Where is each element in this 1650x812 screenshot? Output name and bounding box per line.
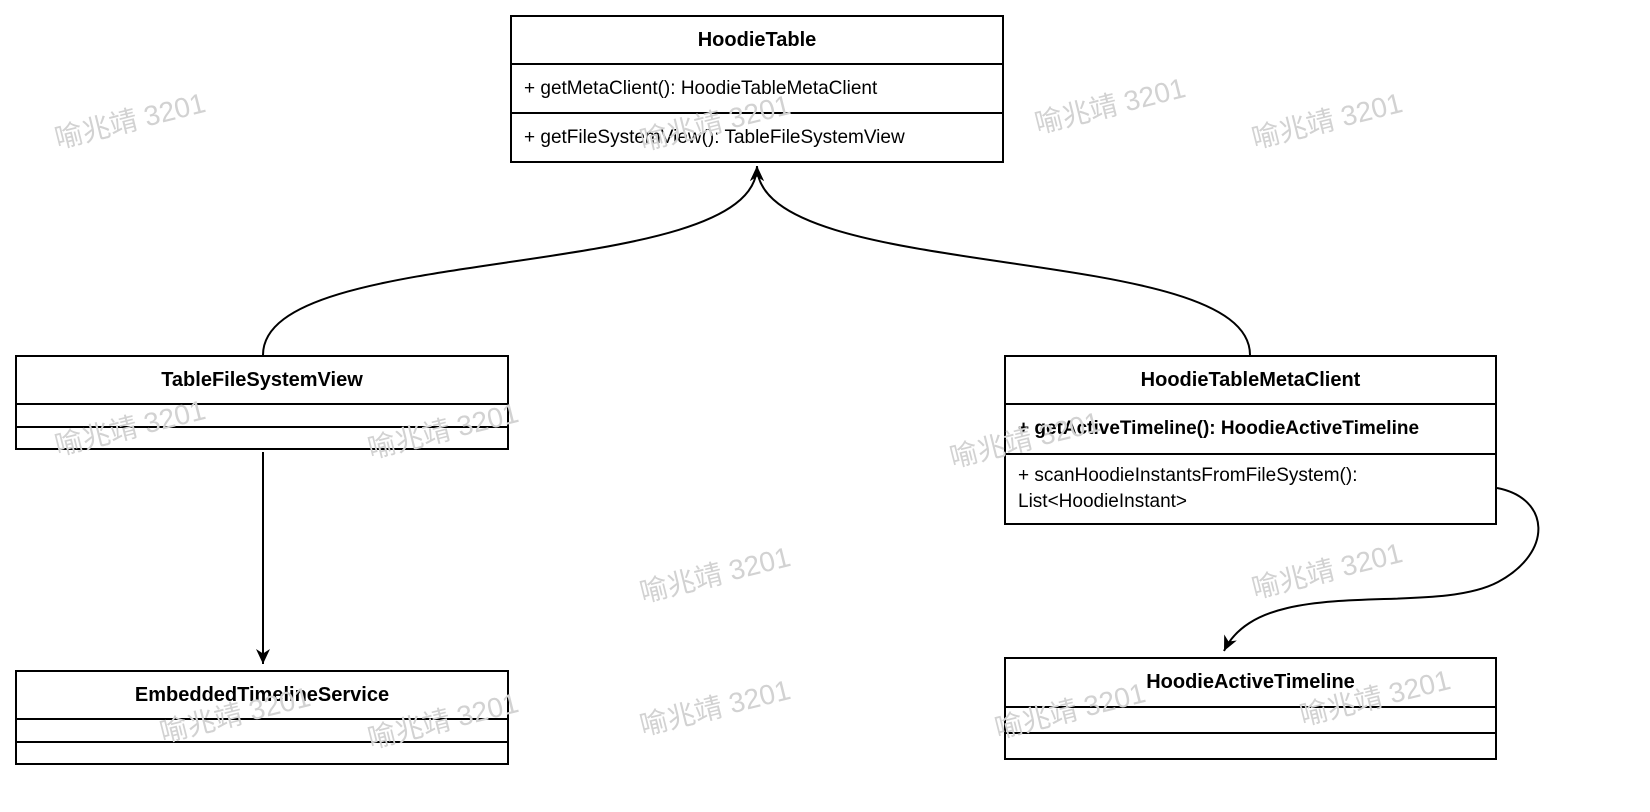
class-hoodieactivetimeline: HoodieActiveTimeline	[1004, 657, 1497, 760]
class-hoodietablemetaclient-title: HoodieTableMetaClient	[1140, 368, 1361, 391]
class-tablefilesystemview: TableFileSystemView	[15, 355, 509, 450]
class-embeddedtimelineservice-title: EmbeddedTimelineService	[134, 683, 390, 706]
class-hoodietablemetaclient: HoodieTableMetaClient + getActiveTimelin…	[1004, 355, 1497, 525]
class-hoodieactivetimeline-title: HoodieActiveTimeline	[1146, 671, 1355, 693]
class-hoodietable-title: HoodieTable	[697, 28, 817, 51]
class-hoodietable: HoodieTable + getMetaClient(): HoodieTab…	[510, 15, 1004, 163]
class-tablefilesystemview-attributes-empty	[17, 403, 507, 426]
class-hoodietablemetaclient-method-scanhoodieinstants: + scanHoodieInstantsFromFileSystem(): Li…	[1006, 453, 1495, 523]
class-hoodieactivetimeline-attributes-empty	[1006, 706, 1495, 732]
edge-hoodietablemetaclient-to-hoodieactivetimeline	[1223, 487, 1540, 652]
class-hoodietablemetaclient-method-getactivetimeline: + getActiveTimeline(): HoodieActiveTimel…	[1006, 403, 1495, 453]
edge-tablefilesystemview-to-hoodietable	[262, 165, 764, 356]
class-tablefilesystemview-title: TableFileSystemView	[161, 368, 363, 391]
class-hoodietable-method-getmetaclient: + getMetaClient(): HoodieTableMetaClient	[512, 63, 1002, 112]
class-hoodietable-method-getfilesystemview: + getFileSystemView(): TableFileSystemVi…	[512, 112, 1002, 161]
class-embeddedtimelineservice-methods-empty	[17, 741, 507, 763]
class-embeddedtimelineservice: EmbeddedTimelineService	[15, 670, 509, 765]
class-hoodieactivetimeline-methods-empty	[1006, 732, 1495, 758]
edge-hoodietablemetaclient-to-hoodietable	[750, 165, 1251, 356]
class-embeddedtimelineservice-attributes-empty	[17, 718, 507, 741]
class-tablefilesystemview-methods-empty	[17, 426, 507, 448]
